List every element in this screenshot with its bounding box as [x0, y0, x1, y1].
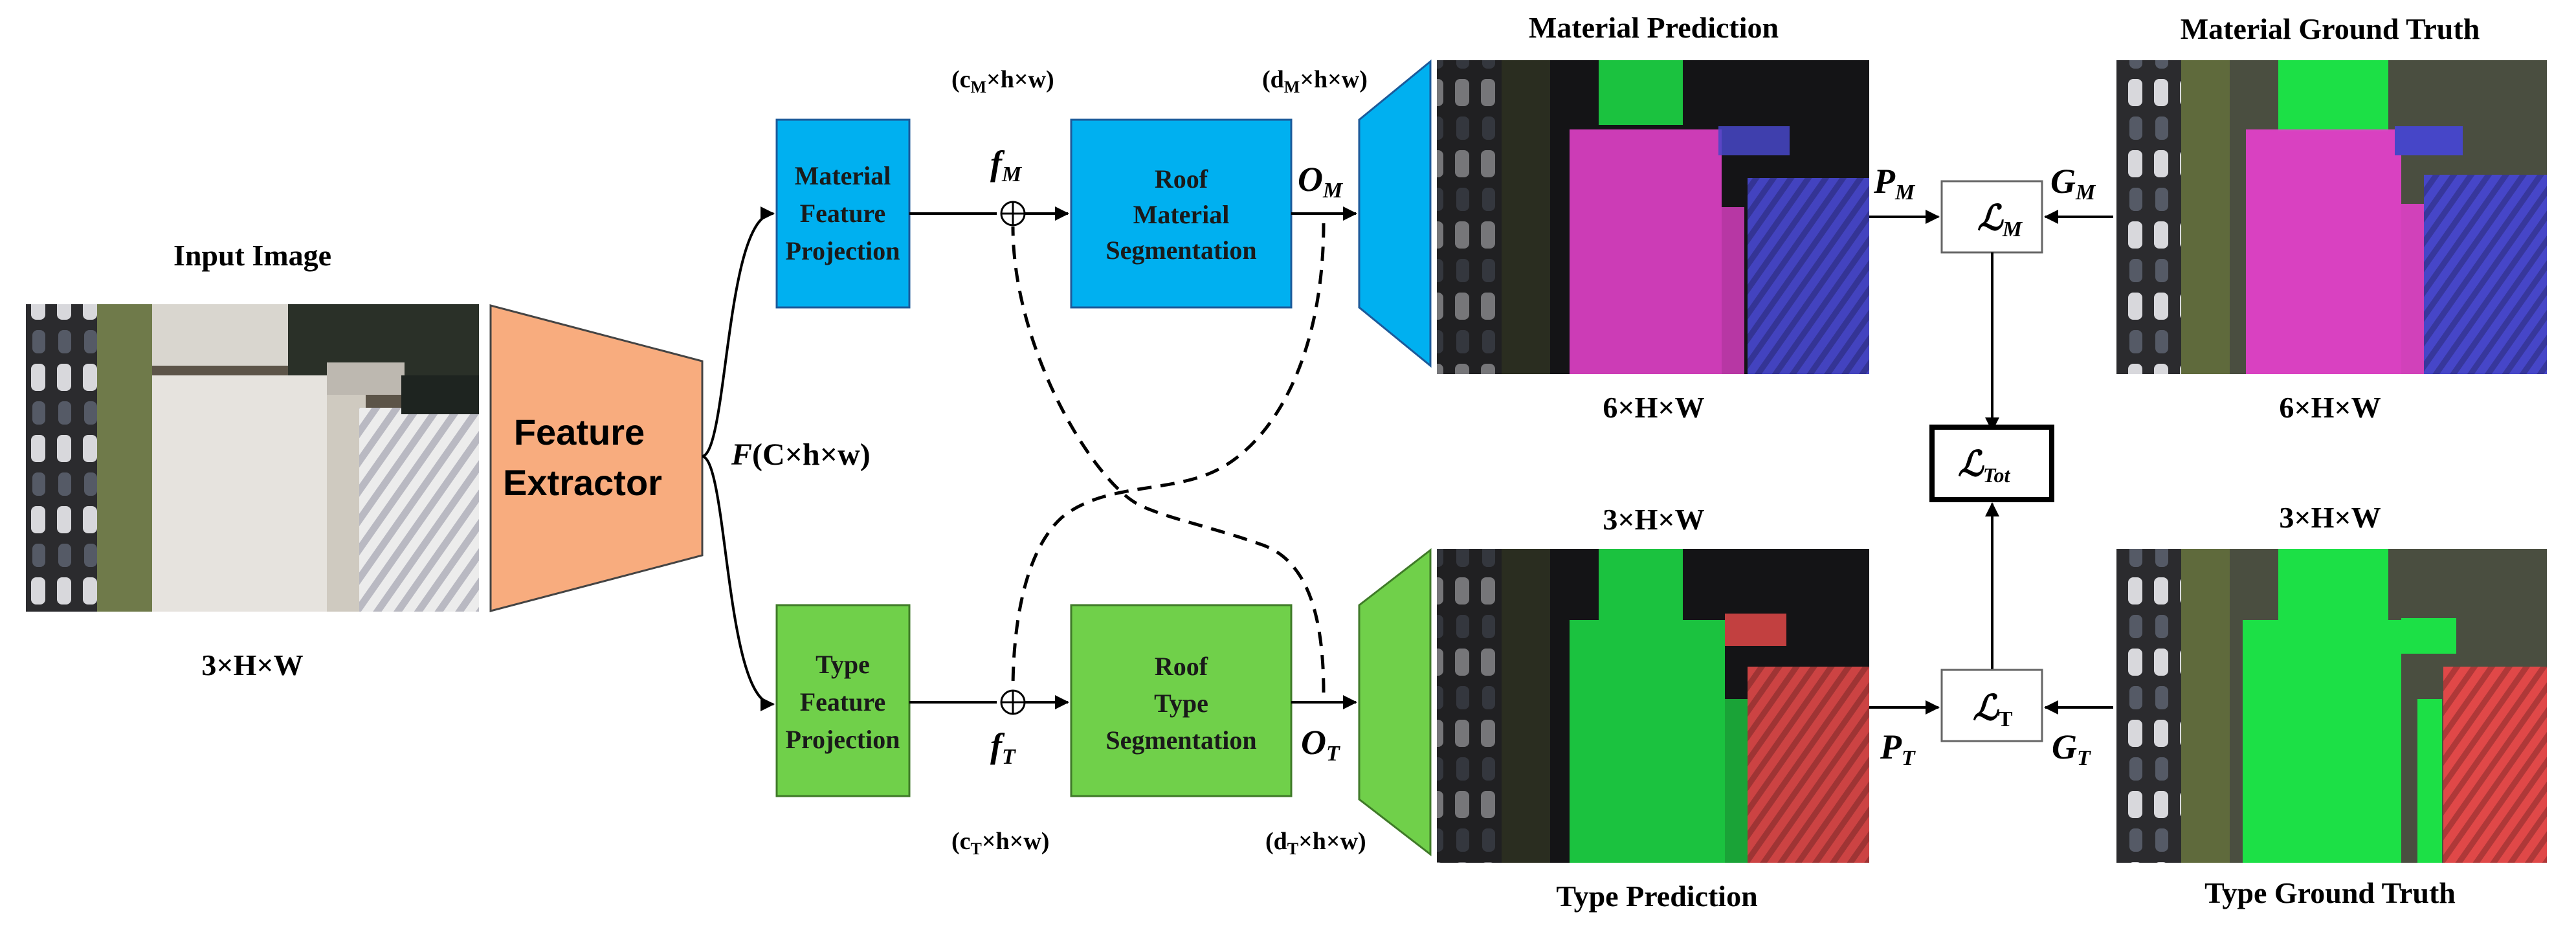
type-prediction-image [1437, 549, 1869, 863]
type-feature-dims: (cT×h×w) [951, 828, 1049, 858]
type-prediction-dims: 3×H×W [1603, 503, 1704, 536]
type-ground-truth-image [2116, 549, 2547, 863]
material-prediction-image [1437, 60, 1869, 374]
total-loss-box [1929, 425, 2054, 502]
dashed-type-output-to-material-sum [1011, 226, 1326, 693]
material-seg-line2: Material [1133, 200, 1230, 229]
extractor-output-label: F(C×h×w) [731, 438, 871, 472]
feature-extractor-block [489, 304, 704, 612]
type-prediction-title: Type Prediction [1556, 880, 1757, 913]
material-projection-line3: Projection [786, 236, 900, 265]
input-image-title: Input Image [173, 239, 331, 272]
material-projection-line1: Material [795, 161, 891, 190]
material-output-dims: (dM×h×w) [1262, 66, 1368, 96]
material-feature-symbol: fM [990, 144, 1023, 186]
input-aerial-image [26, 304, 479, 612]
input-image-dims: 3×H×W [201, 649, 303, 682]
material-seg-line1: Roof [1155, 164, 1208, 194]
type-loss-box [1940, 669, 2043, 742]
type-projection-line3: Projection [786, 725, 900, 754]
material-ground-truth-title: Material Ground Truth [2181, 12, 2480, 45]
branch-arrow-type [702, 455, 775, 711]
material-ground-truth-dims: 6×H×W [2279, 391, 2381, 424]
feature-extractor-label-line1: Feature [514, 412, 645, 452]
roof-type-segmentation-box [1070, 604, 1293, 797]
material-pred-symbol: PM [1873, 162, 1916, 205]
type-seg-line3: Segmentation [1105, 726, 1256, 755]
type-loss-symbol: ℒT [1973, 689, 2013, 731]
material-output-symbol: OM [1298, 160, 1344, 203]
total-loss-symbol: ℒTot [1958, 445, 2011, 487]
material-prediction-title: Material Prediction [1529, 11, 1779, 44]
material-projection-line2: Feature [800, 199, 886, 228]
branch-arrow-material [702, 206, 775, 458]
material-loss-symbol: ℒM [1977, 199, 2023, 241]
roof-material-segmentation-box [1070, 118, 1293, 309]
type-seg-line2: Type [1154, 689, 1208, 718]
type-ground-truth-dims: 3×H×W [2279, 501, 2381, 534]
material-feature-dims: (cM×h×w) [951, 66, 1054, 96]
feature-extractor-label-line2: Extractor [503, 462, 662, 503]
type-ground-truth-title: Type Ground Truth [2204, 876, 2456, 909]
material-ground-truth-image [2116, 60, 2547, 374]
dashed-material-output-to-type-sum [1011, 223, 1326, 691]
type-feature-projection-box [775, 604, 911, 797]
material-decoder-block [1358, 59, 1432, 368]
type-output-dims: (dT×h×w) [1265, 828, 1366, 858]
material-gt-symbol: GM [2050, 162, 2096, 205]
type-output-symbol: OT [1301, 723, 1340, 766]
material-feature-projection-box [775, 118, 911, 309]
type-seg-line1: Roof [1155, 652, 1208, 681]
type-projection-line2: Feature [800, 687, 886, 716]
material-seg-line3: Segmentation [1105, 236, 1256, 265]
material-prediction-dims: 6×H×W [1603, 391, 1704, 424]
material-loss-box [1940, 180, 2043, 254]
type-gt-symbol: GT [2052, 727, 2091, 770]
type-decoder-block [1358, 548, 1432, 857]
type-projection-line1: Type [816, 650, 870, 679]
type-feature-symbol: fT [990, 726, 1016, 769]
type-pred-symbol: PT [1880, 727, 1916, 770]
